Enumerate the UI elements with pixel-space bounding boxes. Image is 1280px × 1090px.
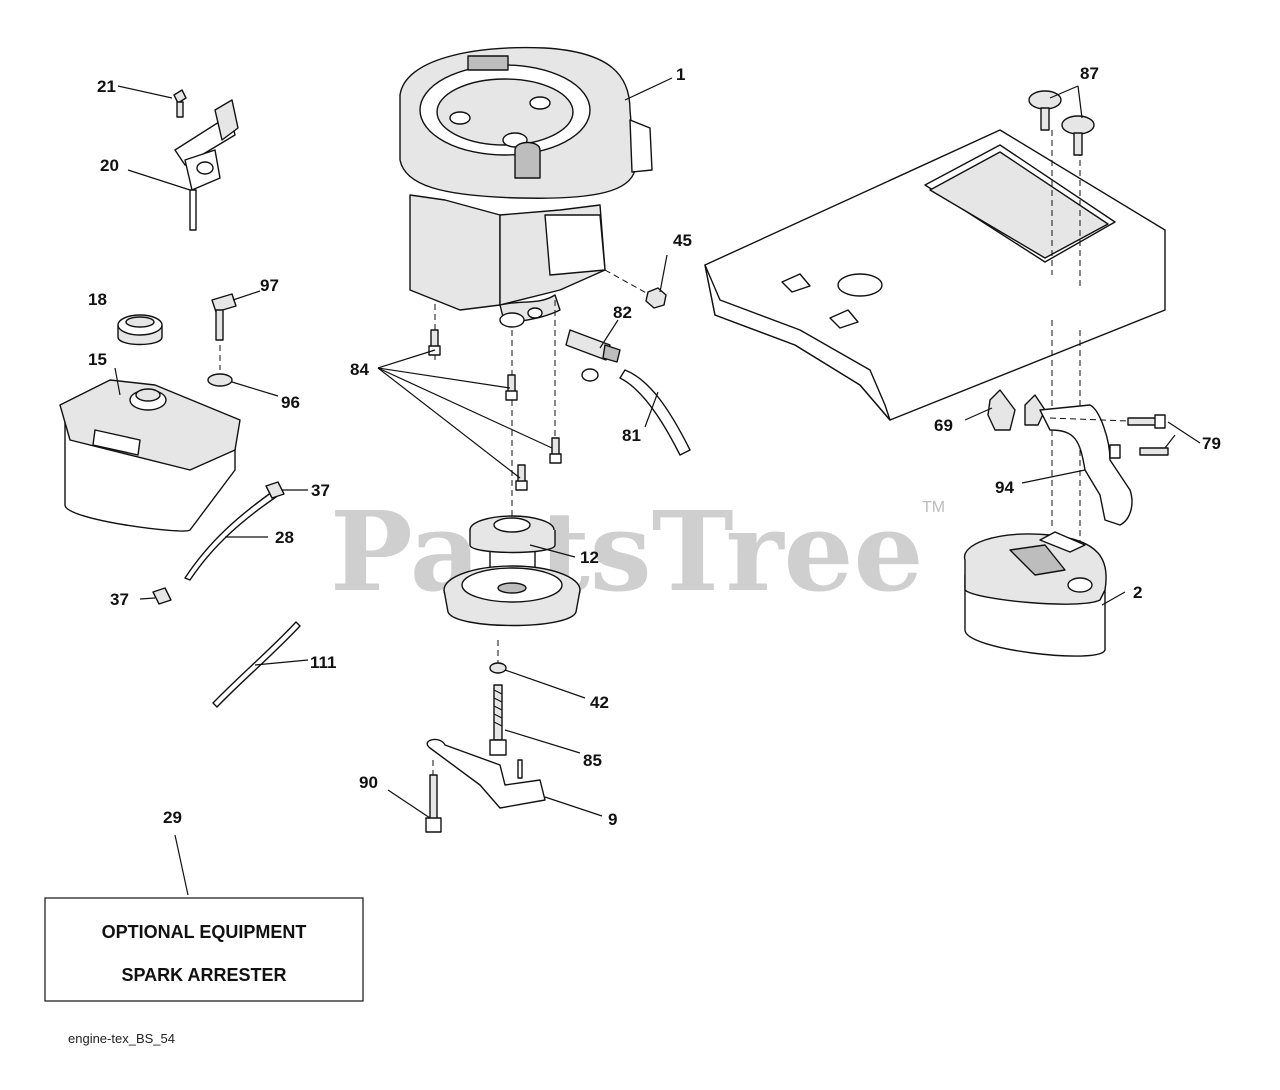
callout-29: 29 [163, 808, 182, 827]
callout-96: 96 [281, 393, 300, 412]
bolt-84-parts[interactable] [428, 329, 562, 491]
callout-18: 18 [88, 290, 107, 309]
fuel-cap-part[interactable] [117, 314, 163, 346]
fuel-line-28-part[interactable] [184, 491, 277, 581]
fitting-centerline [604, 269, 651, 296]
fuel-tank-part[interactable] [59, 379, 241, 532]
gasket-69-part[interactable] [987, 389, 1016, 431]
callout-2: 2 [1133, 583, 1142, 602]
bracket-part[interactable] [426, 738, 546, 809]
diagram-code: engine-tex_BS_54 [68, 1031, 175, 1046]
bolt-97-part[interactable] [211, 293, 237, 341]
bolt-79-parts[interactable] [1109, 414, 1169, 459]
spark-arrester-label: SPARK ARRESTER [121, 965, 286, 985]
frame-part[interactable] [704, 129, 1166, 421]
watermark-trademark: TM [922, 499, 945, 516]
callout-45: 45 [673, 231, 692, 250]
optional-equipment-box: OPTIONAL EQUIPMENT SPARK ARRESTER [44, 897, 364, 1002]
callout-42: 42 [590, 693, 609, 712]
knob-bolt-87-parts[interactable] [1028, 90, 1095, 156]
callout-87: 87 [1080, 64, 1099, 83]
callout-94: 94 [995, 478, 1014, 497]
callout-84: 84 [350, 360, 369, 379]
optional-equipment-label: OPTIONAL EQUIPMENT [102, 922, 307, 942]
throttle-control-part[interactable] [174, 99, 239, 231]
fuel-fitting-part[interactable] [565, 329, 621, 382]
engine-part[interactable] [399, 46, 653, 328]
watermark: PartsTree [330, 487, 924, 616]
bolt-79-centerline [1049, 417, 1129, 422]
nut-45-part[interactable] [645, 287, 667, 309]
washer-96-part[interactable] [207, 373, 233, 387]
bolt-85-part[interactable] [489, 684, 507, 756]
callout-12: 12 [580, 548, 599, 567]
callout-37-bottom: 37 [110, 590, 129, 609]
callout-69: 69 [934, 416, 953, 435]
callout-97: 97 [260, 276, 279, 295]
callout-15: 15 [88, 350, 107, 369]
clamp-37-bottom-part[interactable] [152, 587, 172, 605]
callout-28: 28 [275, 528, 294, 547]
pulley-part[interactable] [443, 515, 581, 627]
callout-111: 111 [310, 653, 337, 672]
washer-part[interactable] [489, 662, 507, 674]
exhaust-pipe-part[interactable] [1024, 394, 1133, 526]
callout-82: 82 [613, 303, 632, 322]
callout-79: 79 [1202, 434, 1221, 453]
screw-21-part[interactable] [173, 89, 187, 118]
callout-90: 90 [359, 773, 378, 792]
callout-labels: 1 2 9 12 15 18 20 21 28 29 37 37 42 45 6… [88, 64, 1221, 829]
bolt-90-part[interactable] [425, 774, 442, 833]
leader-lines [114, 77, 1201, 896]
muffler-part[interactable] [963, 531, 1107, 657]
callout-37-top: 37 [311, 481, 330, 500]
callout-85: 85 [583, 751, 602, 770]
fuel-hose-81-part[interactable] [619, 369, 691, 456]
callout-81: 81 [622, 426, 641, 445]
callout-21: 21 [97, 77, 116, 96]
callout-20: 20 [100, 156, 119, 175]
callout-1: 1 [676, 65, 685, 84]
clamp-37-top-part[interactable] [265, 481, 285, 499]
callout-9: 9 [608, 810, 617, 829]
